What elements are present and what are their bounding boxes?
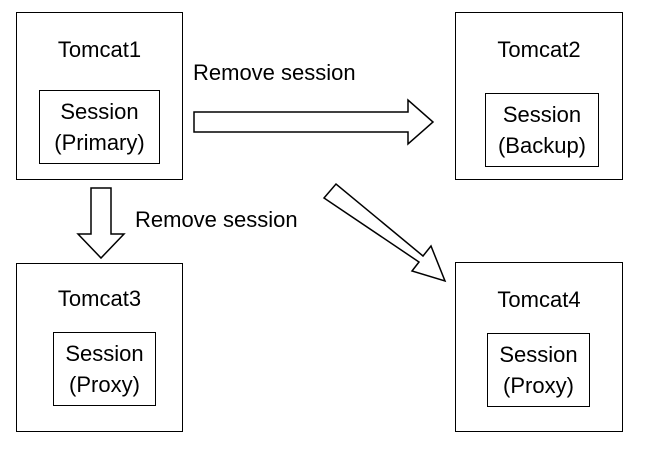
arrow-tomcat1-to-tomcat3 xyxy=(76,187,126,260)
node-title: Tomcat2 xyxy=(497,37,581,62)
session-role: (Primary) xyxy=(54,130,145,155)
session-box-proxy: Session (Proxy) xyxy=(487,333,590,407)
node-tomcat2: Tomcat2 Session (Backup) xyxy=(455,12,623,180)
node-title: Tomcat4 xyxy=(497,287,581,312)
node-title: Tomcat3 xyxy=(57,286,142,311)
session-label: Session xyxy=(60,99,139,124)
session-box-backup: Session (Backup) xyxy=(485,93,599,167)
session-label: Session xyxy=(499,342,578,367)
node-tomcat1: Tomcat1 Session (Primary) xyxy=(16,12,183,180)
session-label: Session xyxy=(502,102,582,127)
node-tomcat4: Tomcat4 Session (Proxy) xyxy=(455,262,623,432)
session-role: (Proxy) xyxy=(69,372,140,397)
arrow-tomcat1-to-tomcat4 xyxy=(322,182,447,283)
edge-label-tomcat1-to-tomcat3: Remove session xyxy=(135,207,298,232)
session-role: (Proxy) xyxy=(503,373,574,398)
node-title: Tomcat1 xyxy=(57,37,142,62)
edge-label-tomcat1-to-tomcat2: Remove session xyxy=(193,60,356,85)
arrow-tomcat1-to-tomcat2 xyxy=(193,98,435,146)
session-box-proxy: Session (Proxy) xyxy=(53,332,156,406)
session-role: (Backup) xyxy=(497,133,587,158)
session-label: Session xyxy=(65,341,144,366)
session-box-primary: Session (Primary) xyxy=(39,90,160,164)
node-tomcat3: Tomcat3 Session (Proxy) xyxy=(16,263,183,432)
